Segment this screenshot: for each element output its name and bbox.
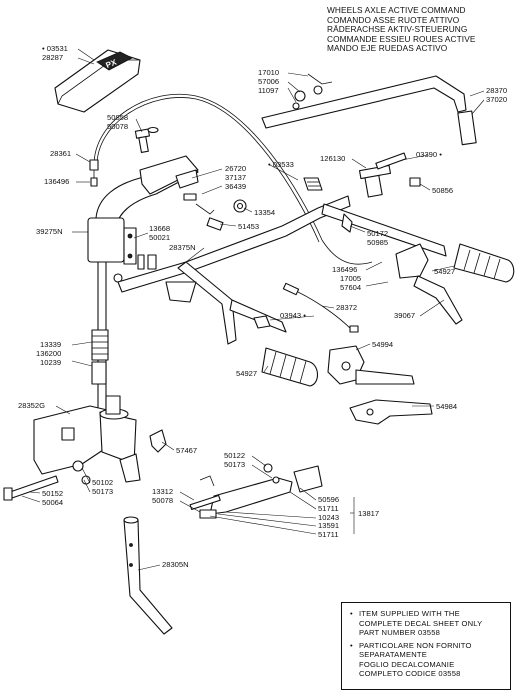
note-item-it: • PARTICOLARE NON FORNITO SEPARATAMENTE … (350, 641, 504, 679)
cable-28372 (253, 282, 359, 333)
label-13817: 13817 (358, 509, 379, 518)
upper-lever-arm (261, 73, 477, 146)
label-37020: 37020 (486, 95, 507, 104)
label-50172: 50172 (367, 229, 388, 238)
label-11097: 11097 (258, 86, 279, 95)
title-line-it: COMANDO ASSE RUOTE ATTIVO (327, 14, 460, 25)
lower-shaft (123, 516, 173, 635)
label-28352G: 28352G (18, 401, 45, 410)
label-26720: 26720 (225, 164, 246, 173)
label-10243: 10243 (318, 513, 339, 522)
label-39067: 39067 (394, 311, 415, 320)
label-39275N: 39275N (36, 227, 63, 236)
pin-57467 (149, 429, 167, 453)
label-50078-upper: 50078 (107, 122, 128, 131)
label-10239: 10239 (40, 358, 61, 367)
label-13312: 13312 (152, 487, 173, 496)
label-50173-upper: 50173 (224, 460, 245, 469)
note-bullet: • (350, 640, 353, 650)
lever-cap-group (137, 169, 247, 270)
decal-03533 (303, 177, 323, 191)
label-13668: 13668 (149, 224, 170, 233)
label-50021: 50021 (149, 233, 170, 242)
label-57604: 57604 (340, 283, 361, 292)
label-03943: 03943 • (280, 311, 306, 320)
label-13591: 13591 (318, 521, 339, 530)
title-line-en: WHEELS AXLE ACTIVE COMMAND (327, 5, 466, 15)
label-57006: 57006 (258, 77, 279, 86)
label-28361: 28361 (50, 149, 71, 158)
linkage-13817 (189, 463, 323, 519)
note-bullet: • (350, 609, 353, 618)
label-136200: 136200 (36, 349, 61, 358)
label-54927-lower: 54927 (236, 369, 257, 378)
label-50596: 50596 (318, 495, 339, 504)
bolt-50858 (134, 126, 159, 153)
label-28287: 28287 (42, 53, 63, 62)
grip-lever-unit (341, 152, 421, 233)
label-136496-right: 136496 (332, 265, 357, 274)
label-126130: 126130 (320, 154, 345, 163)
note-text-it: PARTICOLARE NON FORNITO SEPARATAMENTE FO… (359, 640, 472, 679)
label-50064: 50064 (42, 498, 63, 507)
leader-lines (21, 48, 485, 571)
label-28372: 28372 (336, 303, 357, 312)
label-136496-left: 136496 (44, 177, 69, 186)
label-57467: 57467 (176, 446, 197, 455)
control-cable (93, 93, 373, 265)
label-03390: 03390 • (416, 150, 442, 159)
title-line-de: RÄDERACHSE AKTIV-STEUERUNG (327, 24, 468, 35)
bracket-28352G (33, 395, 141, 485)
lever-54984 (349, 399, 433, 425)
right-grip-upper (395, 243, 515, 325)
diagram-title: WHEELS AXLE ACTIVE COMMAND COMANDO ASSE … (327, 5, 517, 54)
label-03533: • 03533 (268, 160, 294, 169)
label-50122: 50122 (224, 451, 245, 460)
label-28305N: 28305N (162, 560, 189, 569)
label-51453: 51453 (238, 222, 259, 231)
label-36439: 36439 (225, 182, 246, 191)
label-50985: 50985 (367, 238, 388, 247)
part-labels: • 03531 28287 50858 50078 28361 136496 3… (18, 44, 507, 569)
cable-ferrule (89, 159, 99, 187)
decal-text: PX (105, 57, 119, 70)
label-13339: 13339 (40, 340, 61, 349)
label-51711-lower: 51711 (318, 530, 339, 539)
label-28370: 28370 (486, 86, 507, 95)
label-54994: 54994 (372, 340, 393, 349)
label-54927-upper: 54927 (434, 267, 455, 276)
label-54984: 54984 (436, 402, 457, 411)
label-17010: 17010 (258, 68, 279, 77)
title-line-fr: COMMANDE ESSIEU ROUES ACTIVE (327, 33, 476, 44)
title-line-es: MANDO EJE RUEDAS ACTIVO (327, 43, 448, 54)
decal-note-box: • ITEM SUPPLIED WITH THE COMPLETE DECAL … (341, 602, 511, 690)
label-50078-lower: 50078 (152, 496, 173, 505)
label-28375N: 28375N (169, 243, 196, 252)
control-column (87, 155, 199, 413)
label-17005: 17005 (340, 274, 361, 283)
label-50173-lower: 50173 (92, 487, 113, 496)
brake-lever-54994 (327, 345, 415, 385)
label-51711-upper: 51711 (318, 504, 339, 513)
note-item-en: • ITEM SUPPLIED WITH THE COMPLETE DECAL … (350, 609, 504, 638)
label-50102: 50102 (92, 478, 113, 487)
label-50152: 50152 (42, 489, 63, 498)
bolt-50152 (3, 475, 59, 501)
handlebar-tube (117, 195, 447, 345)
decal-plate: PX (54, 49, 141, 113)
label-50856: 50856 (432, 186, 453, 195)
left-grip-lower (261, 347, 319, 387)
label-37137: 37137 (225, 173, 246, 182)
note-text-en: ITEM SUPPLIED WITH THE COMPLETE DECAL SH… (359, 609, 483, 637)
label-03531: • 03531 (42, 44, 68, 53)
label-50858: 50858 (107, 113, 128, 122)
label-13354: 13354 (254, 208, 275, 217)
